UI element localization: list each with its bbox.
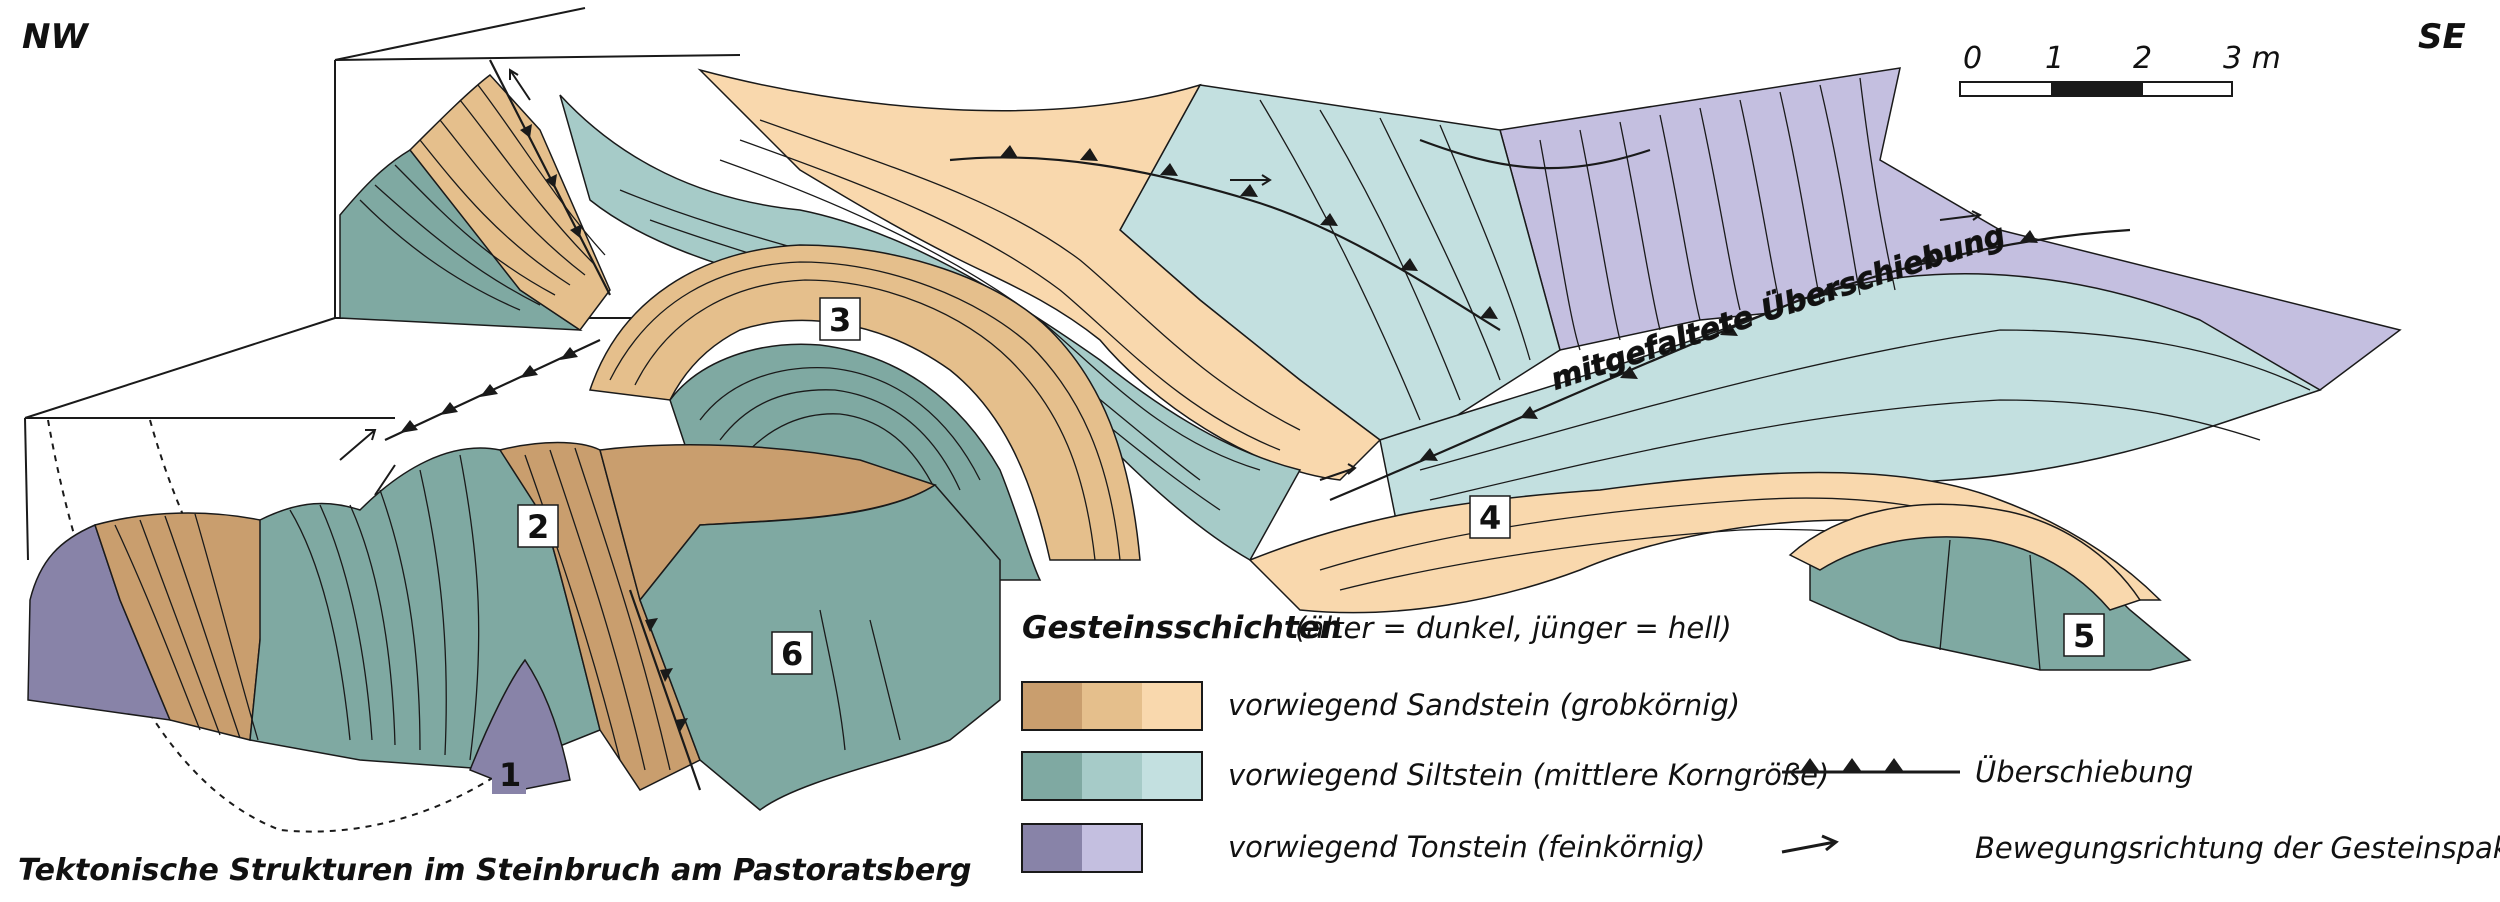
legend-movement: Bewegungsrichtung der Gesteinspakete <box>1781 831 2500 865</box>
diagram-title: Tektonische Strukturen im Steinbruch am … <box>18 853 972 888</box>
swatch-clay-dark <box>1022 824 1082 872</box>
scale-tick-2: 2 <box>2133 41 2152 76</box>
swatch-sand-dark <box>1022 682 1082 730</box>
lower-left-block <box>27 441 1001 811</box>
swatch-silt-mid <box>1082 752 1142 800</box>
unit-label-1: 1 <box>492 752 526 794</box>
swatch-clay-light <box>1082 824 1142 872</box>
unit-label-5: 5 <box>2063 613 2105 657</box>
stratum-sand-mid <box>408 73 611 332</box>
legend-thrust: Überschiebung <box>1782 755 2193 789</box>
svg-text:4: 4 <box>1479 499 1501 537</box>
swatch-silt-light <box>1142 752 1202 800</box>
swatch-silt-dark <box>1022 752 1082 800</box>
thrust-teeth <box>400 124 2038 732</box>
legend-heading-note: (älter = dunkel, jünger = hell) <box>1295 611 1732 645</box>
legend-label-thrust: Überschiebung <box>1975 755 2193 789</box>
unit-label-2: 2 <box>517 504 559 548</box>
legend-label-sandstone: vorwiegend Sandstein (grobkörnig) <box>1228 688 1740 722</box>
swatch-sand-light <box>1142 682 1202 730</box>
stratum-silt-block-6 <box>639 484 1001 811</box>
svg-text:6: 6 <box>781 635 803 673</box>
unit-labels: 1 2 3 4 5 6 <box>492 297 2105 794</box>
legend-label-movement: Bewegungsrichtung der Gesteinspakete <box>1975 831 2500 865</box>
legend-row-siltstone: vorwiegend Siltstein (mittlere Korngröße… <box>1021 751 1829 801</box>
unit-label-3: 3 <box>819 297 861 341</box>
svg-text:5: 5 <box>2073 617 2095 655</box>
legend-row-claystone: vorwiegend Tonstein (feinkörnig) <box>1021 823 1705 873</box>
label-nw: NW <box>22 17 89 57</box>
scale-tick-0: 0 <box>1963 41 1982 76</box>
svg-text:2: 2 <box>527 508 549 546</box>
legend-label-siltstone: vorwiegend Siltstein (mittlere Korngröße… <box>1228 758 1829 792</box>
svg-text:3: 3 <box>829 301 851 339</box>
legend-heading: Gesteinsschichten <box>1022 610 1342 646</box>
unit-label-6: 6 <box>771 631 813 675</box>
legend: Gesteinsschichten (älter = dunkel, jünge… <box>1021 610 2500 873</box>
label-se: SE <box>2418 17 2466 57</box>
unit-label-4: 4 <box>1469 495 1511 539</box>
upper-left-block <box>339 73 611 332</box>
swatch-sand-mid <box>1082 682 1142 730</box>
syncline-5 <box>1788 503 2192 671</box>
movement-arrows <box>339 68 1982 496</box>
stratum-sand-band-5 <box>1788 503 2142 611</box>
scale-bar: 0 1 2 3 m <box>1959 41 2281 97</box>
movement-arrow <box>1781 834 1839 854</box>
scale-tick-3: 3 m <box>2223 41 2281 76</box>
legend-row-sandstone: vorwiegend Sandstein (grobkörnig) <box>1021 681 1740 731</box>
svg-text:1: 1 <box>499 756 521 794</box>
legend-label-claystone: vorwiegend Tonstein (feinkörnig) <box>1228 830 1705 864</box>
scale-tick-1: 1 <box>2045 41 2064 76</box>
